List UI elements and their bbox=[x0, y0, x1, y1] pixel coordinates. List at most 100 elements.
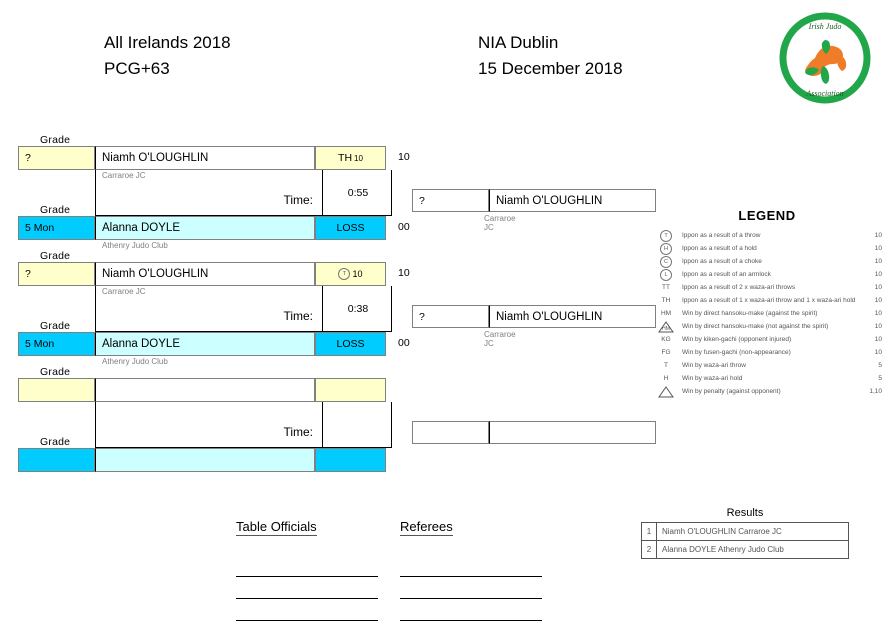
competitor-row-top[interactable] bbox=[18, 378, 392, 402]
legend-description: Ippon as a result of 2 x waza-ari throws bbox=[682, 284, 796, 291]
winner-advance-row[interactable]: ? Niamh O'LOUGHLIN bbox=[412, 305, 656, 328]
competitor-grade[interactable]: 5 Mon bbox=[18, 332, 95, 356]
legend-description: Win by penalty (against opponent) bbox=[682, 388, 781, 395]
competitor-grade[interactable]: 5 Mon bbox=[18, 216, 95, 240]
competitor-score[interactable] bbox=[315, 378, 386, 402]
competitor-grade[interactable]: ? bbox=[18, 146, 95, 170]
competitor-score[interactable]: LOSS bbox=[315, 332, 386, 356]
competitor-row-bottom[interactable]: 5 Mon Alanna DOYLE LOSS bbox=[18, 332, 392, 356]
grade-label: Grade bbox=[40, 250, 71, 262]
external-score: 10 bbox=[398, 267, 410, 279]
legend-triangle-icon: HM bbox=[652, 320, 680, 333]
legend-circle-icon: L bbox=[652, 268, 680, 281]
competitor-name[interactable] bbox=[95, 448, 315, 472]
referees-section: Referees bbox=[400, 518, 542, 621]
legend-text-icon: TH bbox=[661, 297, 671, 304]
competitor-score[interactable] bbox=[315, 448, 386, 472]
winner-grade[interactable] bbox=[412, 421, 489, 444]
winner-name[interactable]: Niamh O'LOUGHLIN bbox=[489, 305, 656, 328]
signature-line[interactable] bbox=[400, 555, 542, 577]
legend-circle-icon: C bbox=[652, 255, 680, 268]
legend-value: 10 bbox=[874, 310, 882, 317]
winner-grade[interactable]: ? bbox=[412, 305, 489, 328]
external-score: 00 bbox=[398, 337, 410, 349]
winner-advance-row[interactable]: ? Niamh O'LOUGHLIN bbox=[412, 189, 656, 212]
logo-top-text: Irish Judo bbox=[808, 22, 842, 31]
legend-description: Ippon as a result of an armlock bbox=[682, 271, 771, 278]
legend-description: Win by waza-ari throw bbox=[682, 362, 746, 369]
legend-text-icon: HM bbox=[660, 310, 672, 317]
match-time-value[interactable] bbox=[322, 402, 393, 448]
grade-label: Grade bbox=[40, 366, 71, 378]
time-label: Time: bbox=[283, 425, 313, 439]
competitor-row-bottom[interactable] bbox=[18, 448, 392, 472]
legend-description: Ippon as a result of a hold bbox=[682, 245, 757, 252]
competitor-name[interactable]: Alanna DOYLE bbox=[95, 332, 315, 356]
legend-title: LEGEND bbox=[738, 208, 796, 223]
event-name: All Irelands 2018 bbox=[104, 33, 231, 52]
legend-value: 10 bbox=[874, 271, 882, 278]
competitor-row-bottom[interactable]: 5 Mon Alanna DOYLE LOSS bbox=[18, 216, 392, 240]
winner-club: Carraroe JC bbox=[484, 214, 516, 232]
legend-description: Win by direct hansoku-make (not against … bbox=[682, 323, 829, 330]
competitor-grade[interactable] bbox=[18, 378, 95, 402]
signature-line[interactable] bbox=[236, 555, 378, 577]
winner-name[interactable] bbox=[489, 421, 656, 444]
competitor-name[interactable]: Alanna DOYLE bbox=[95, 216, 315, 240]
competitor-name[interactable]: Niamh O'LOUGHLIN bbox=[95, 146, 315, 170]
match-block: Grade Grade Time: bbox=[18, 366, 656, 494]
legend-value: 1,10 bbox=[869, 388, 882, 395]
competitor-score[interactable]: LOSS bbox=[315, 216, 386, 240]
legend-text-icon: T bbox=[664, 362, 668, 369]
event-venue: NIA Dublin bbox=[478, 33, 559, 52]
legend-triangle-icon bbox=[652, 385, 680, 398]
match-time-box: Time: 0:55 bbox=[95, 170, 392, 216]
irish-judo-association-logo-icon: Irish Judo Association bbox=[779, 12, 871, 104]
signature-line[interactable] bbox=[236, 599, 378, 621]
results-title: Results bbox=[726, 507, 764, 519]
competitor-name[interactable]: Niamh O'LOUGHLIN bbox=[95, 262, 315, 286]
competitor-grade[interactable]: ? bbox=[18, 262, 95, 286]
event-category: PCG+63 bbox=[104, 59, 170, 78]
winner-grade[interactable]: ? bbox=[412, 189, 489, 212]
logo-bottom-text: Association bbox=[805, 89, 843, 98]
signature-line[interactable] bbox=[400, 599, 542, 621]
legend-value: 10 bbox=[874, 297, 882, 304]
winner-name[interactable]: Niamh O'LOUGHLIN bbox=[489, 189, 656, 212]
winner-advance-row[interactable] bbox=[412, 421, 656, 444]
score-points: 10 bbox=[354, 153, 363, 163]
legend-row: TT Ippon as a result of 2 x waza-ari thro… bbox=[652, 281, 882, 294]
grade-label: Grade bbox=[40, 134, 71, 146]
signature-line[interactable] bbox=[236, 577, 378, 599]
competitor-club: Athenry Judo Club bbox=[102, 357, 168, 366]
match-time-box: Time: bbox=[95, 402, 392, 448]
signature-line[interactable] bbox=[400, 577, 542, 599]
legend-text-icon: FG bbox=[661, 349, 671, 356]
competitor-name[interactable] bbox=[95, 378, 315, 402]
match-time-value[interactable]: 0:55 bbox=[322, 170, 393, 216]
legend-text-icon: KG bbox=[661, 336, 671, 343]
legend-text-icon: TT bbox=[662, 284, 670, 291]
event-header-left: All Irelands 2018 PCG+63 bbox=[104, 30, 231, 82]
legend-value: 10 bbox=[874, 336, 882, 343]
match-time-value[interactable]: 0:38 bbox=[322, 286, 393, 332]
legend-text-icon: H bbox=[663, 375, 669, 382]
legend-description: Win by fusen-gachi (non-appearance) bbox=[682, 349, 791, 356]
competitor-grade[interactable] bbox=[18, 448, 95, 472]
